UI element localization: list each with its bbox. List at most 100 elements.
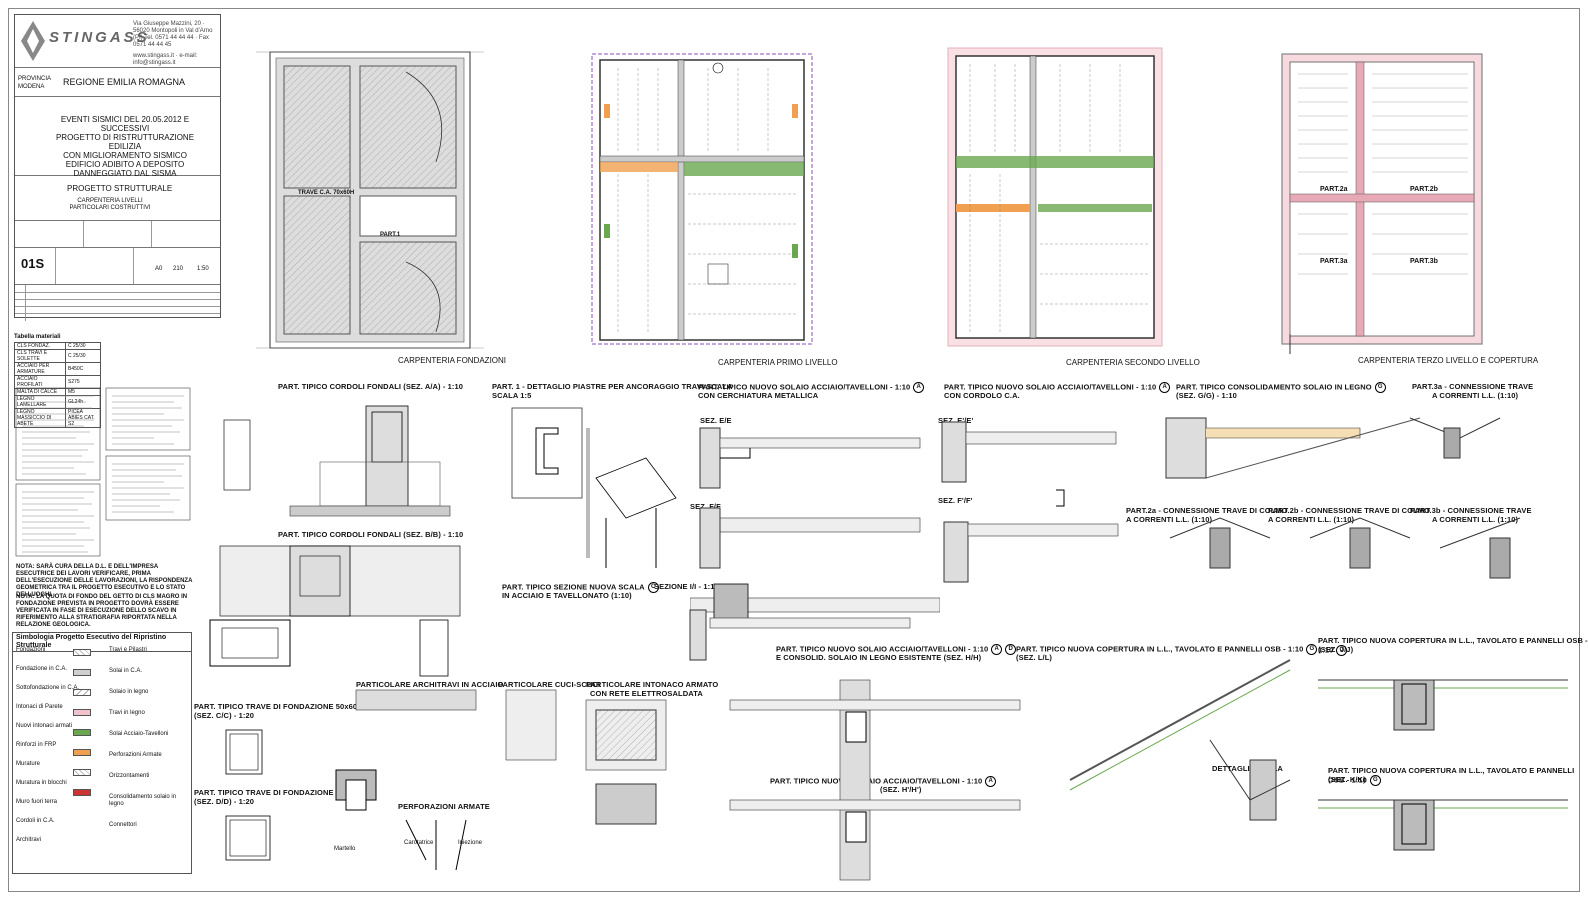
legend-left-column: Fondazioni Fondazione in C.A. Sottofonda… — [16, 647, 100, 856]
title-block-project: EVENTI SISMICI DEL 20.05.2012 E SUCCESSI… — [15, 97, 220, 178]
legend-item: Fondazioni — [16, 647, 46, 653]
detail-subtitle-solaio-hh: E CONSOLID. SOLAIO IN LEGNO ESISTENTE (S… — [776, 653, 982, 662]
detail-title-solaio-h1h1: PART. TIPICO NUOVO SOLAIO ACCIAIO/TAVELL… — [770, 776, 997, 787]
legend-item: Consolidamento solaio in legno — [109, 794, 177, 807]
project-line-4: EDIFICIO ADIBITO A DEPOSITO DANNEGGIATO … — [65, 160, 185, 178]
detail-title-text: PART. TIPICO NUOVO SOLAIO ACCIAIO/TAVELL… — [776, 644, 989, 654]
detail-title-part2a: PART.2a - CONNESSIONE TRAVE DI COLMO — [1126, 506, 1288, 515]
detail-title-trave-70: PART. TIPICO TRAVE DI FONDAZIONE 70x60H — [194, 788, 363, 797]
detail-title-copertura-ll: PART. TIPICO NUOVA COPERTURA IN L.L., TA… — [1016, 644, 1318, 655]
detail-subtitle-cerchiatura: CON CERCHIATURA METALLICA — [698, 391, 819, 400]
material-name: ACCIAIO PER ARMATURE — [14, 362, 66, 376]
plan-first-level — [591, 53, 813, 345]
plan-label-part3a: PART.3a — [1320, 258, 1348, 265]
detail-title-cordoli-aa: PART. TIPICO CORDOLI FONDALI (SEZ. A/A) … — [278, 382, 464, 391]
plan-title-second-level: CARPENTERIA SECONDO LIVELLO — [1066, 358, 1200, 367]
section-mark-a: A — [991, 644, 1003, 655]
project-line-2: PROGETTO DI RISTRUTTURAZIONE EDILIZIA — [55, 133, 195, 151]
sheet-number: 01S — [21, 256, 45, 271]
material-class: PICEA ABIES CAT. S2 — [65, 408, 101, 428]
legend-symbol — [73, 729, 91, 736]
legend-symbol — [73, 709, 91, 716]
detail-title-text: PART. TIPICO SEZIONE NUOVA SCALA — [502, 582, 645, 592]
details-lower-left-graphic — [225, 689, 667, 871]
title-block-subject: PROGETTO STRUTTURALE CARPENTERIA LIVELLI… — [15, 176, 220, 221]
section-mark-g: G — [1336, 645, 1348, 656]
section-mark-c: C — [647, 582, 659, 593]
legend-item: Solai Acciaio-Tavelloni — [109, 731, 169, 737]
legend-item: Fondazione in C.A. — [16, 666, 68, 672]
section-f1f1: SEZ. F'/F' — [938, 496, 973, 505]
detail-title-trave-50: PART. TIPICO TRAVE DI FONDAZIONE 50x60H — [194, 702, 363, 711]
section-mark-a: A — [913, 382, 925, 393]
format-width: 210 — [173, 266, 184, 272]
detail-title-text: PART. TIPICO NUOVO SOLAIO ACCIAIO/TAVELL… — [770, 776, 983, 786]
legend-symbol — [73, 789, 91, 796]
detail-subtitle-legno: (SEZ. G/G) - 1:10 — [1176, 391, 1237, 400]
detail-title-text: PART. TIPICO NUOVA COPERTURA IN L.L., TA… — [1318, 636, 1588, 655]
section-mark-a: A — [985, 776, 997, 787]
detail-title-text: PART. TIPICO NUOVA COPERTURA IN L.L., TA… — [1016, 644, 1304, 654]
province-label: PROVINCIA — [18, 76, 52, 82]
legend-left-symbols — [73, 649, 101, 809]
company-logo-icon — [21, 21, 45, 61]
format-scale: 1:50 — [197, 266, 209, 272]
title-block: STINGASS Via Giuseppe Mazzini, 20 · 5602… — [14, 14, 221, 321]
plan-label-part3b: PART.3b — [1410, 258, 1438, 265]
plan-label-trave: TRAVE C.A. 70x60H — [298, 190, 355, 196]
legend-symbol — [73, 689, 91, 696]
legend-item: Rinforzi in FRP — [16, 742, 57, 748]
title-block-sheet: 01S A0 210 1:50 — [15, 248, 220, 285]
detail-subtitle-scala: IN ACCIAIO E TAVELLONATO (1:10) — [502, 591, 632, 600]
section-mark-g: G — [1369, 775, 1381, 786]
detail-title-copertura-jj: PART. TIPICO NUOVA COPERTURA IN L.L., TA… — [1318, 636, 1588, 656]
detail-subtitle-part3a: A CORRENTI L.L. (1:10) — [1432, 391, 1519, 400]
title-block-region: PROVINCIA MODENA REGIONE EMILIA ROMAGNA — [15, 68, 220, 97]
legend-item: Travi in legno — [109, 710, 145, 716]
section-ee: SEZ. E/E — [700, 416, 732, 425]
section-ff: SEZ. F/F — [690, 502, 721, 511]
detail-title-intonaco: PARTICOLARE INTONACO ARMATO — [586, 680, 719, 689]
legend-item: Connettori — [109, 822, 137, 828]
details-lower-right-graphic — [1318, 679, 1568, 851]
material-name: CLS TRAVI E SOLETTE — [14, 349, 66, 363]
detail-subtitle-part2b: A CORRENTI L.L. (1:10) — [1268, 515, 1355, 524]
detail-title-solaio-hh: PART. TIPICO NUOVO SOLAIO ACCIAIO/TAVELL… — [776, 644, 1017, 655]
detail-title-text: PART. TIPICO NUOVA COPERTURA IN L.L., TA… — [1328, 766, 1575, 785]
plan-label-part2a: PART.2a — [1320, 186, 1348, 193]
plan-third-level — [1281, 53, 1483, 354]
detail-title-part3a: PART.3a - CONNESSIONE TRAVE — [1412, 382, 1534, 391]
legend-item: Cordoli in C.A. — [16, 818, 55, 824]
title-block-header: STINGASS Via Giuseppe Mazzini, 20 · 5602… — [15, 15, 220, 68]
subject-line-1: CARPENTERIA LIVELLI — [77, 198, 143, 204]
detail-title-part1: PART. 1 - DETTAGLIO PIASTRE PER ANCORAGG… — [492, 382, 733, 391]
plan-title-third-level: CARPENTERIA TERZO LIVELLO E COPERTURA — [1358, 356, 1539, 365]
detail-subtitle-intonaco: CON RETE ELETTROSALDATA — [590, 689, 703, 698]
detail-subtitle-copertura-ll: (SEZ. L/L) — [1016, 653, 1052, 662]
legend-symbol — [73, 749, 91, 756]
sheet-frame — [8, 8, 1580, 892]
plan-title-foundations: CARPENTERIA FONDAZIONI — [398, 356, 507, 365]
detail-subtitle-copertura-jj: (SEZ. J/J) — [1318, 645, 1354, 654]
section-mark-a: A — [1159, 382, 1171, 393]
subject-line-2: PARTICOLARI COSTRUTTIVI — [69, 205, 151, 211]
detail-title-part1-scale: SCALA 1:5 — [492, 391, 532, 400]
layer-notes-graphic — [15, 387, 191, 557]
detail-subtitle-trave-70: (SEZ. D/D) - 1:20 — [194, 797, 255, 806]
legend-item: Architravi — [16, 837, 42, 843]
details-solaio-graphic — [690, 427, 940, 625]
materials-title: Tabella materiali — [14, 334, 61, 340]
plan-title-first-level: CARPENTERIA PRIMO LIVELLO — [718, 358, 838, 367]
material-class: C 25/30 — [65, 342, 101, 350]
legend-item: Travi e Pilastri — [109, 647, 147, 653]
detail-title-sezione-ii: SEZIONE I/I - 1:10 — [654, 582, 719, 591]
section-mark-g: G — [1306, 644, 1318, 655]
details-roof-graphic — [1165, 417, 1521, 579]
details-cordoli-graphic — [209, 405, 461, 677]
legend-item: Muro fuori terra — [16, 799, 58, 805]
detail-title-architravi: PARTICOLARE ARCHITRAVI IN ACCIAIO — [356, 680, 504, 689]
legend-symbol — [73, 649, 91, 656]
detail-title-sella: DETTAGLIO SELLA — [1212, 764, 1283, 773]
detail-title-cuci-scuci: PARTICOLARE CUCI-SCUCI — [498, 680, 601, 689]
detail-title-legno: PART. TIPICO CONSOLIDAMENTO SOLAIO IN LE… — [1176, 382, 1386, 393]
